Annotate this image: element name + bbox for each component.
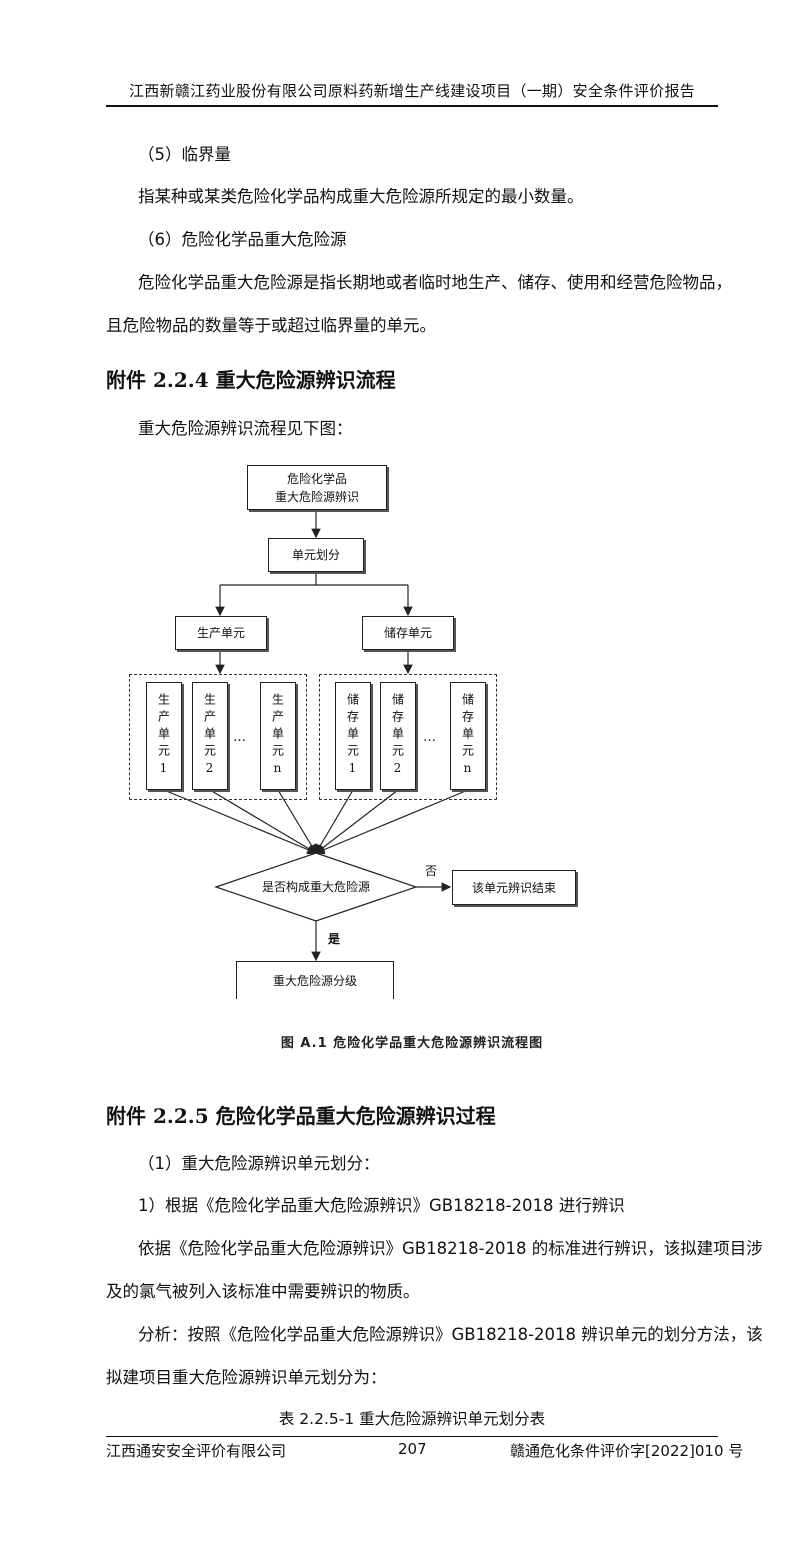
flow-yes-label: 是	[328, 932, 341, 946]
item6-title: （6）危险化学品重大危险源	[138, 230, 347, 249]
footer-divider	[106, 1436, 718, 1437]
production-unit-1: 生产单元1	[146, 682, 182, 790]
flow-intro: 重大危险源辨识流程见下图：	[138, 419, 353, 438]
step1-1: 1）根据《危险化学品重大危险源辨识》GB18218-2018 进行辨识	[138, 1196, 625, 1215]
header-divider	[106, 105, 718, 107]
flow-box-unit-division: 单元划分	[268, 538, 364, 572]
item5-title: （5）临界量	[138, 145, 231, 164]
footer-report-number: 赣通危化条件评价字[2022]010 号	[510, 1442, 744, 1460]
storage-unit-n: 储存单元n	[450, 682, 486, 790]
flow-box-storage-unit: 储存单元	[362, 616, 454, 650]
footer-company: 江西通安安全评价有限公司	[106, 1442, 287, 1460]
flow-box-production-unit: 生产单元	[175, 616, 267, 650]
para1-line2: 及的氯气被列入该标准中需要辨识的物质。	[106, 1282, 420, 1301]
section-225-heading: 附件 2.2.5 危险化学品重大危险源辨识过程	[106, 1104, 496, 1128]
flow-decision: 是否构成重大危险源	[261, 880, 370, 894]
item6-text-line2: 且危险物品的数量等于或超过临界量的单元。	[106, 316, 436, 335]
page-number: 207	[398, 1440, 427, 1458]
para2-line1: 分析：按照《危险化学品重大危险源辨识》GB18218-2018 辨识单元的划分方…	[138, 1325, 763, 1344]
storage-unit-1: 储存单元1	[335, 682, 371, 790]
flowchart: 危险化学品 重大危险源辨识 单元划分 生产单元 储存单元 生产单元1 生产单元2…	[120, 460, 600, 1005]
flow-box-end: 该单元辨识结束	[452, 870, 576, 905]
page-header: 江西新赣江药业股份有限公司原料药新增生产线建设项目（一期）安全条件评价报告	[128, 82, 696, 100]
production-units-group	[129, 674, 307, 800]
flow-box-identification: 危险化学品 重大危险源辨识	[247, 465, 387, 510]
flow-top-line1: 危险化学品	[286, 471, 347, 486]
step1-title: （1）重大危险源辨识单元划分：	[138, 1154, 380, 1173]
figure-caption: 图 A.1 危险化学品重大危险源辨识流程图	[280, 1036, 544, 1051]
flow-no-label: 否	[425, 864, 438, 878]
para2-line2: 拟建项目重大危险源辨识单元划分为：	[106, 1368, 387, 1387]
para1-line1: 依据《危险化学品重大危险源辨识》GB18218-2018 的标准进行辨识，该拟建…	[138, 1239, 763, 1258]
storage-unit-2: 储存单元2	[380, 682, 416, 790]
flow-top-line2: 重大危险源辨识	[274, 489, 359, 504]
flowchart-connectors	[163, 510, 469, 962]
item6-text-line1: 危险化学品重大危险源是指长期地或者临时地生产、储存、使用和经营危险物品，	[138, 273, 732, 292]
flow-box-grading: 重大危险源分级	[236, 961, 394, 999]
production-units-ellipsis: …	[233, 730, 247, 745]
production-unit-n: 生产单元n	[260, 682, 296, 790]
storage-units-ellipsis: …	[423, 730, 437, 745]
storage-units-group	[319, 674, 497, 800]
section-224-heading: 附件 2.2.4 重大危险源辨识流程	[106, 368, 396, 392]
production-unit-2: 生产单元2	[192, 682, 228, 790]
table-title: 表 2.2.5-1 重大危险源辨识单元划分表	[278, 1410, 546, 1428]
item5-text: 指某种或某类危险化学品构成重大危险源所规定的最小数量。	[138, 187, 584, 206]
